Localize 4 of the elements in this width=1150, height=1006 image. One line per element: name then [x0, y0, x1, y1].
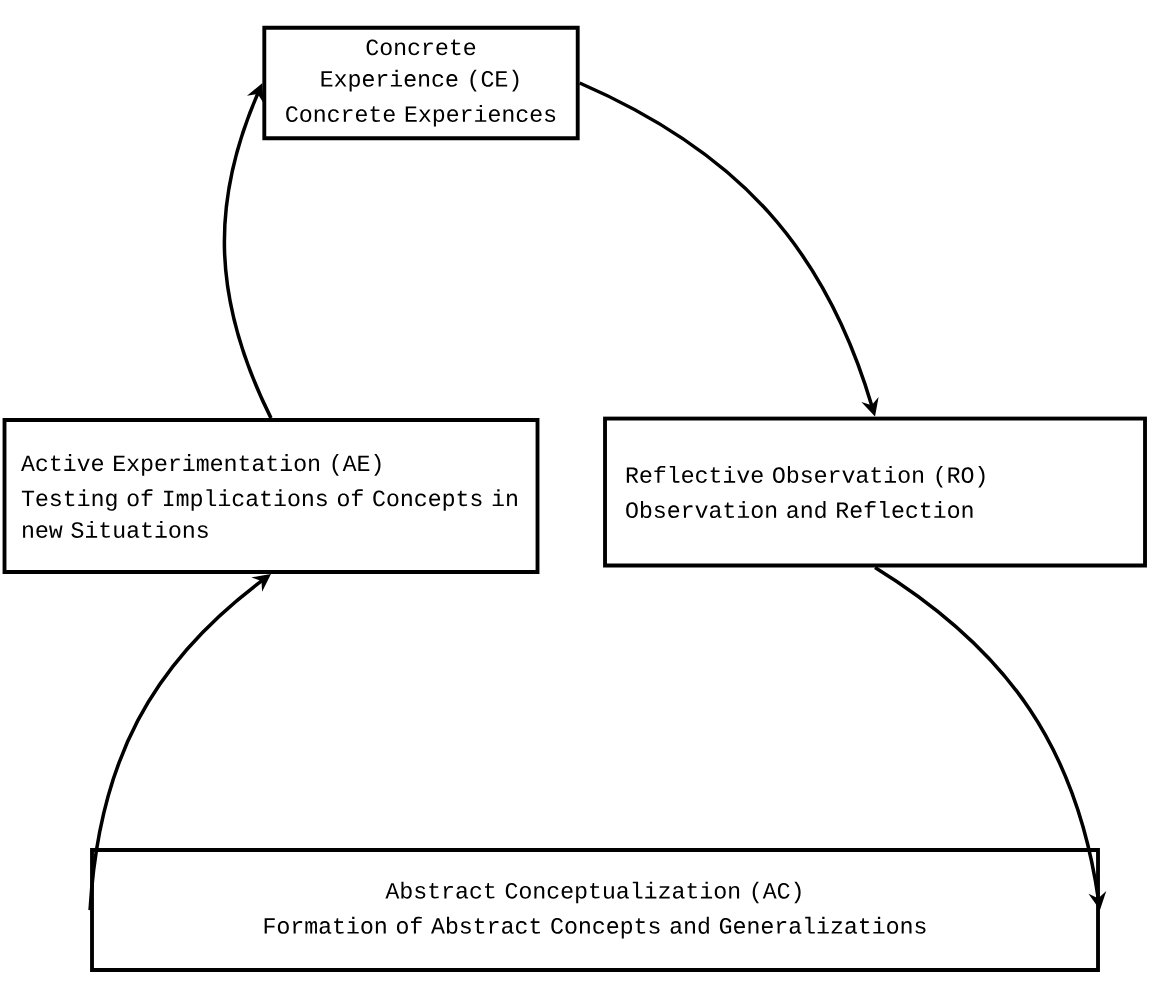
process-box: Reflective Observation (RO) Observation and Reflection: [603, 416, 1147, 568]
process-box: Active Experimentation (AE) Testing of Implications of Concepts in new Situations: [2, 418, 540, 574]
process-box: Concrete Experience (CE) Concrete Experiences: [262, 25, 580, 141]
process-box: Abstract Conceptualization (AC) Formation of Abstract Concepts and Generalizations: [90, 848, 1100, 972]
